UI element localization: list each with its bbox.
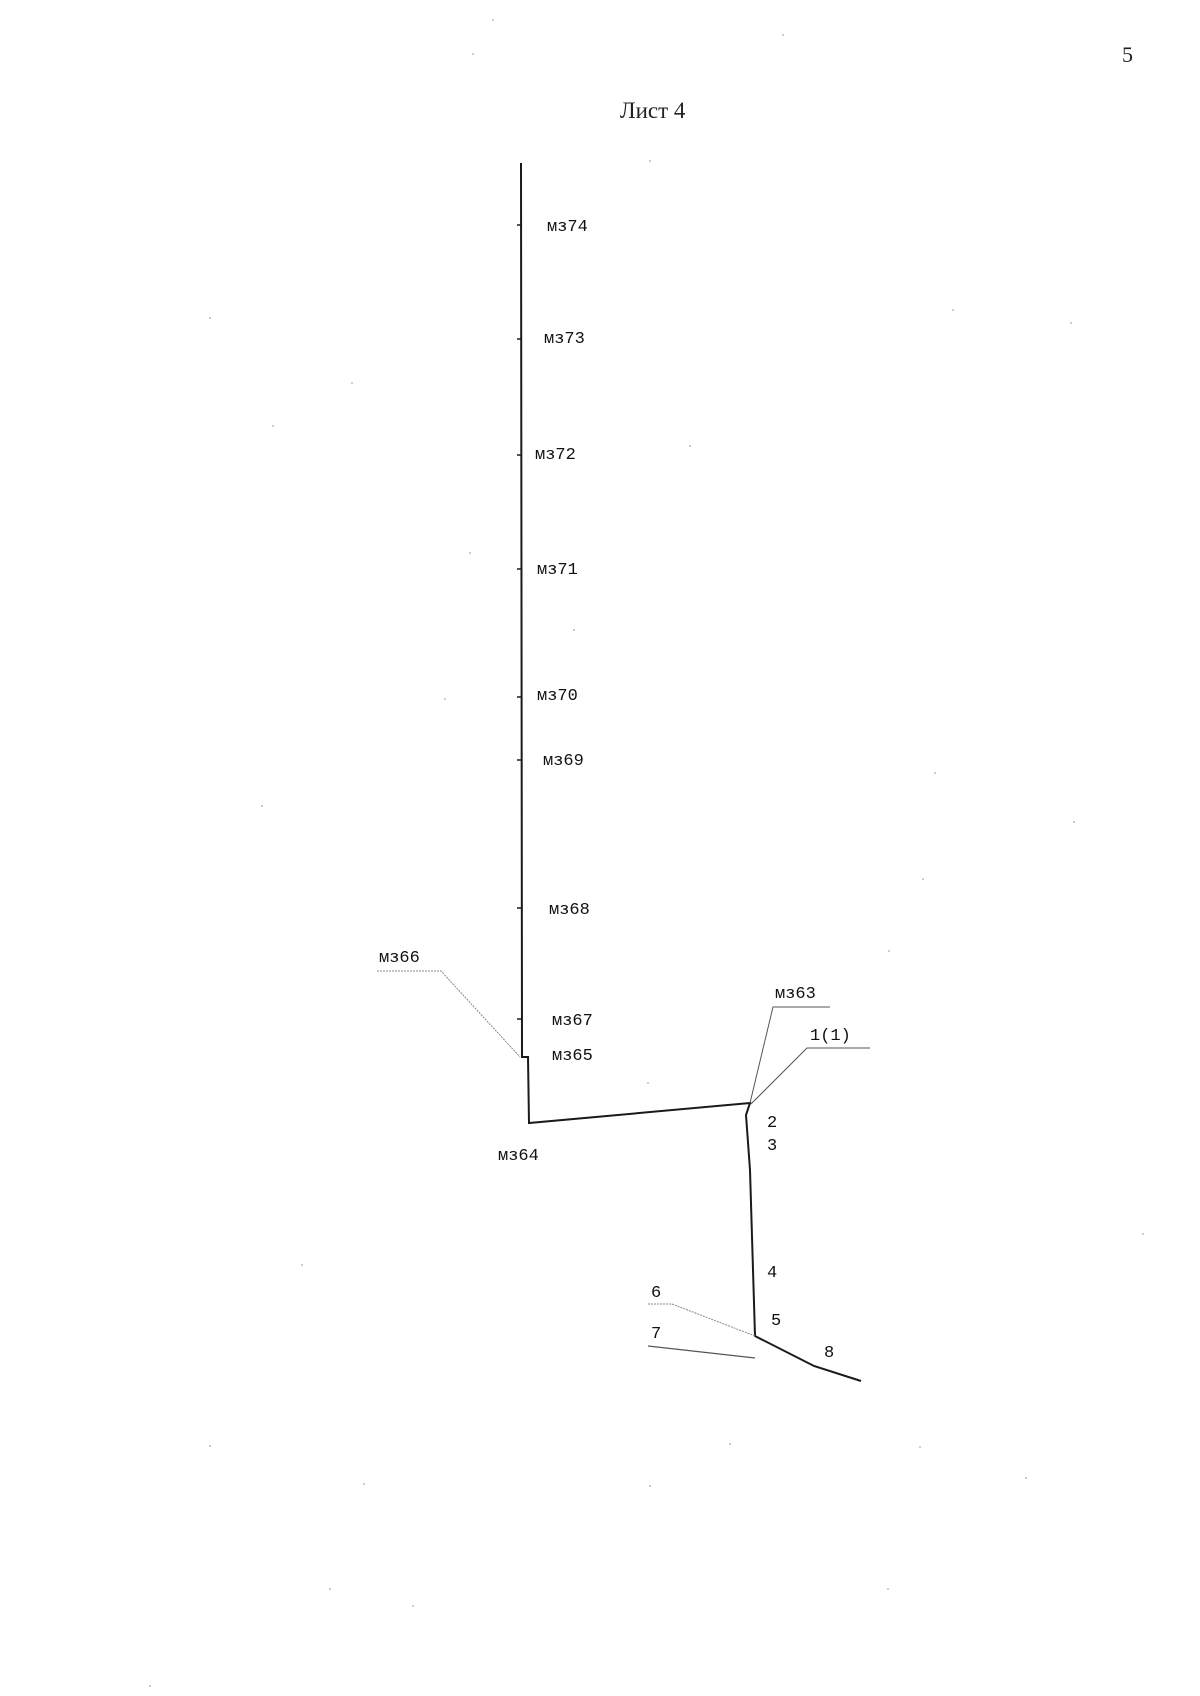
label-p5: 5 — [771, 1312, 781, 1331]
label-mz71: мз71 — [537, 561, 578, 580]
label-p2: 2 — [767, 1114, 777, 1133]
label-p4: 4 — [767, 1264, 777, 1283]
label-mz74: мз74 — [547, 218, 588, 237]
label-mz66: мз66 — [379, 949, 420, 968]
leader-p7 — [647, 1345, 756, 1359]
boundary-ticks — [517, 224, 521, 1020]
sheet-title: Лист 4 — [620, 98, 686, 123]
leader-lines — [377, 970, 870, 1359]
label-p8: 8 — [824, 1344, 834, 1363]
leader-p1 — [750, 1047, 870, 1105]
label-mz64: мз64 — [498, 1147, 539, 1166]
label-mz63: мз63 — [775, 985, 816, 1004]
label-p7: 7 — [651, 1325, 661, 1344]
label-mz69: мз69 — [543, 752, 584, 771]
leader-p6 — [648, 1303, 756, 1337]
label-mz65: мз65 — [552, 1047, 593, 1066]
boundary-line — [520, 162, 862, 1382]
label-p6: 6 — [651, 1284, 661, 1303]
label-p3: 3 — [767, 1137, 777, 1156]
label-mz67: мз67 — [552, 1012, 593, 1031]
label-mz72: мз72 — [535, 446, 576, 465]
label-mz70: мз70 — [537, 687, 578, 706]
leader-mz66 — [377, 970, 521, 1058]
page-number: 5 — [1122, 42, 1133, 67]
label-mz68: мз68 — [549, 901, 590, 920]
label-p1: 1(1) — [810, 1027, 851, 1046]
leader-mz63 — [749, 1006, 830, 1104]
scan-specks — [149, 19, 1144, 1687]
point-labels: мз74 мз73 мз72 мз71 мз70 мз69 мз68 мз67 … — [379, 218, 851, 1363]
label-mz73: мз73 — [544, 330, 585, 349]
